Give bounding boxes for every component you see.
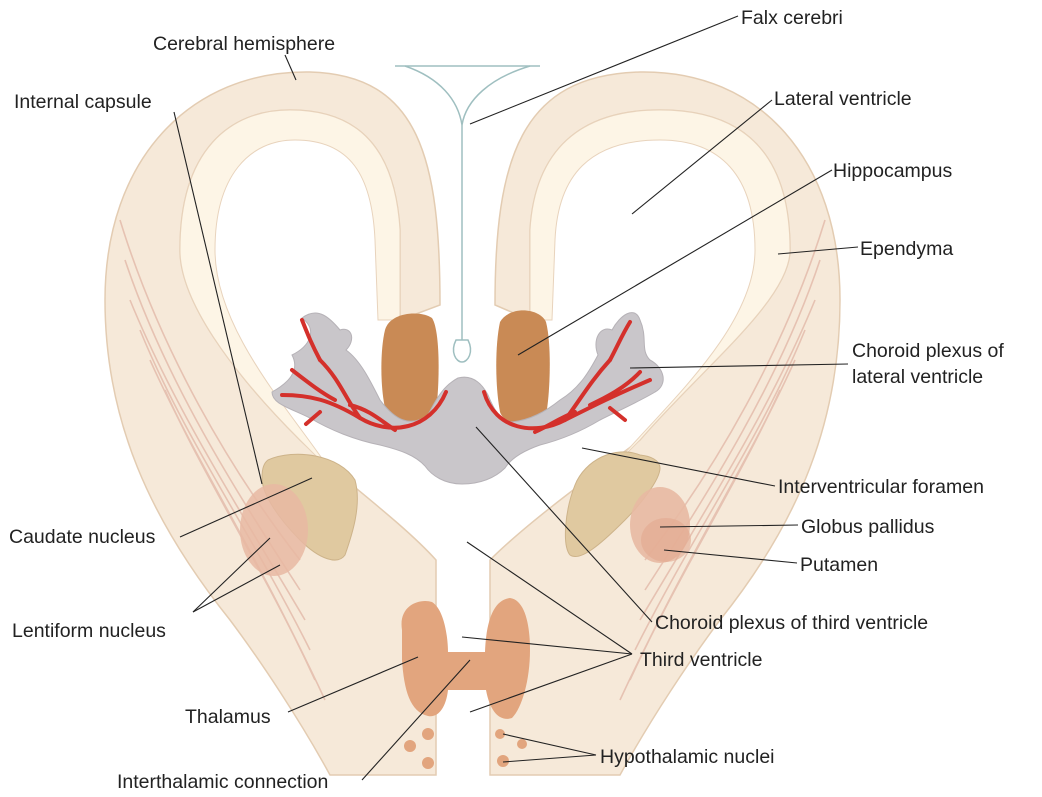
right-putamen [641, 518, 691, 562]
label-thalamus: Thalamus [185, 706, 271, 728]
label-ependyma: Ependyma [860, 238, 953, 260]
label-choroid-plexus-lateral-line1: Choroid plexus of [852, 340, 1004, 362]
labels: Falx cerebri Cerebral hemisphere Interna… [9, 7, 1004, 793]
right-lateral-ventricle [529, 109, 791, 471]
leader-ependyma [777, 246, 859, 255]
label-cerebral-hemisphere: Cerebral hemisphere [153, 33, 335, 55]
leader-caudate-nucleus [179, 477, 313, 538]
leader-lentiform-nucleus-2 [192, 564, 281, 613]
leader-hypothalamic-nuclei-1 [502, 733, 597, 756]
left-lateral-ventricle [179, 109, 401, 471]
label-putamen: Putamen [800, 554, 878, 576]
leader-thalamus [287, 656, 419, 713]
label-lateral-ventricle: Lateral ventricle [774, 88, 912, 110]
leader-cerebral-hemisphere [284, 54, 297, 81]
falx-cerebri [395, 65, 540, 363]
leader-lentiform-nucleus-1 [192, 537, 271, 613]
label-internal-capsule: Internal capsule [14, 91, 152, 113]
leader-lines [173, 15, 859, 781]
label-interthalamic-connection: Interthalamic connection [117, 771, 328, 793]
thalamus [401, 598, 530, 719]
left-lentiform-nucleus [240, 484, 308, 576]
leader-interthalamic-connection [361, 659, 471, 781]
leader-hippocampus [517, 169, 833, 356]
label-lentiform-nucleus: Lentiform nucleus [12, 620, 166, 642]
leader-third-ventricle-3 [469, 653, 633, 713]
label-globus-pallidus: Globus pallidus [801, 516, 935, 538]
label-interventricular-foramen: Interventricular foramen [778, 476, 984, 498]
label-falx-cerebri: Falx cerebri [741, 7, 843, 29]
label-caudate-nucleus: Caudate nucleus [9, 526, 156, 548]
leader-third-ventricle-2 [461, 636, 633, 655]
label-choroid-plexus-third: Choroid plexus of third ventricle [655, 612, 928, 634]
label-third-ventricle: Third ventricle [640, 649, 762, 671]
leader-putamen [663, 549, 798, 564]
leader-lateral-ventricle [631, 99, 773, 215]
choroid-plexus-vessels [280, 318, 652, 434]
left-hippocampus [381, 313, 439, 423]
hypothalamic-nuclei [404, 728, 527, 769]
leader-hypothalamic-nuclei-2 [502, 754, 597, 763]
label-hippocampus: Hippocampus [833, 160, 952, 182]
right-hippocampus [496, 310, 550, 425]
leader-choroid-plexus-third [475, 426, 653, 623]
label-hypothalamic-nuclei: Hypothalamic nuclei [600, 746, 775, 768]
leader-internal-capsule [173, 111, 263, 485]
leader-third-ventricle-1 [466, 541, 633, 655]
leader-globus-pallidus [659, 524, 799, 528]
right-caudate-nucleus [565, 451, 661, 557]
choroid-plexus-body [271, 312, 664, 485]
left-caudate-nucleus [261, 453, 358, 561]
label-choroid-plexus-lateral-line2: lateral ventricle [852, 366, 983, 388]
leader-choroid-plexus-lateral [629, 363, 849, 369]
leader-interventricular-foramen [581, 447, 776, 487]
leader-falx-cerebri [469, 15, 739, 125]
